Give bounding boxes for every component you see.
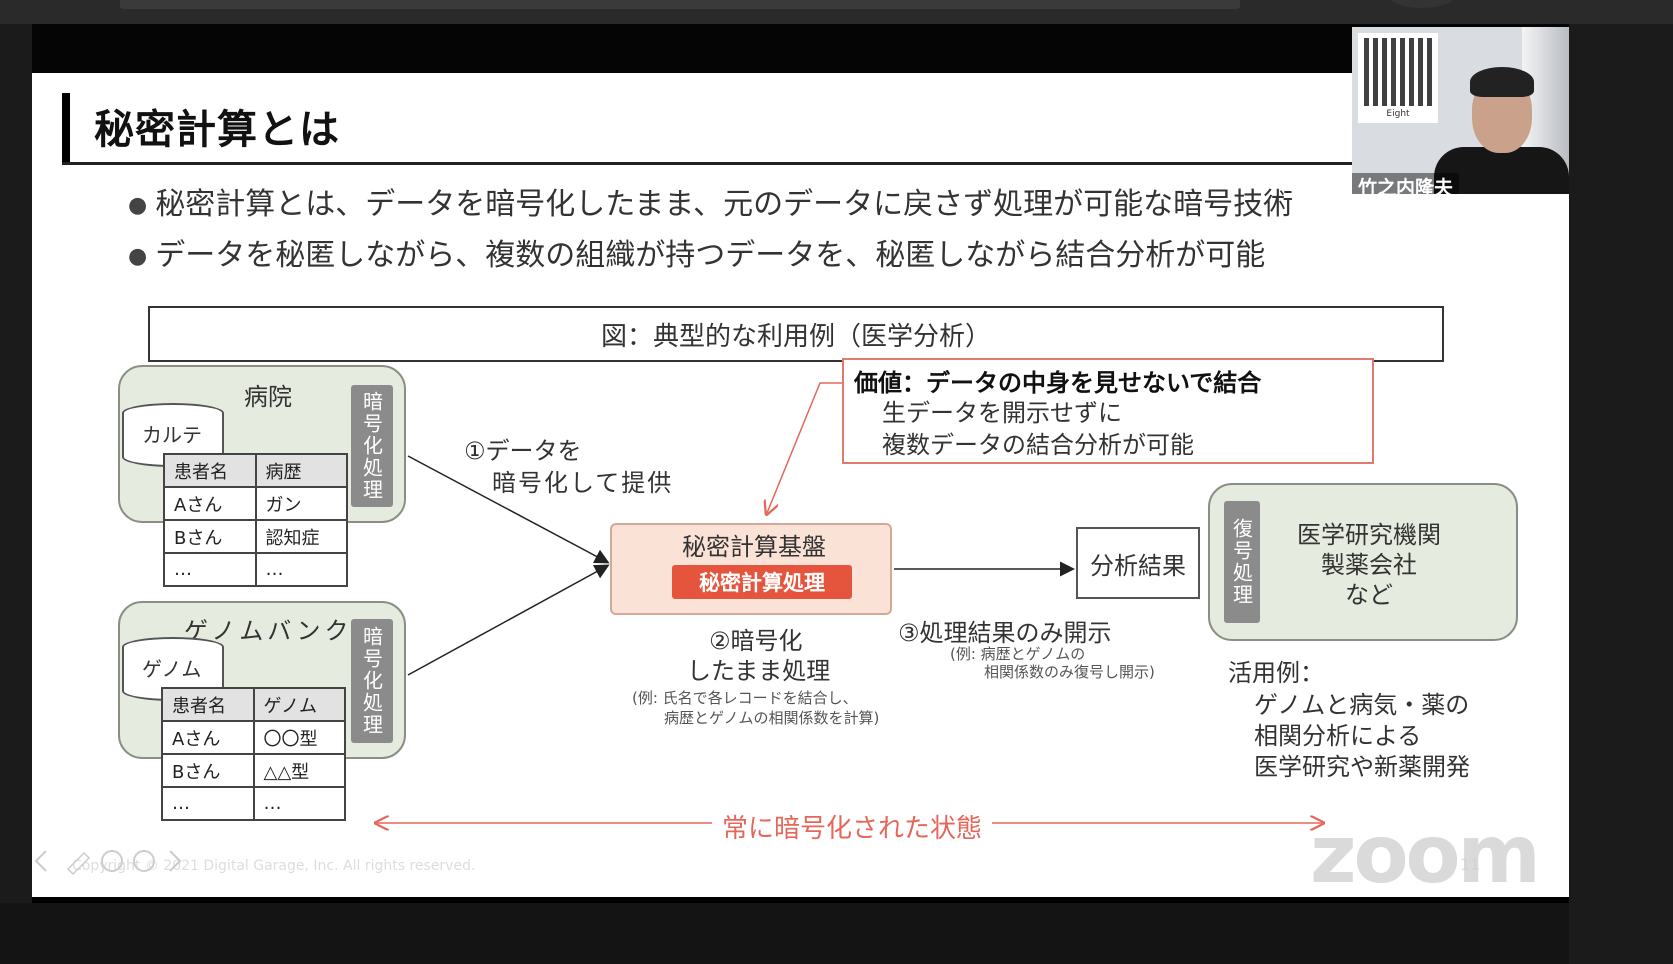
value-line1: 生データを開示せずに (882, 393, 1122, 428)
annotation-toolbar (34, 843, 204, 879)
arrow-genome-to-core (408, 566, 607, 675)
usage-line2: 相関分析による (1254, 716, 1421, 751)
bottom-dark-strip (0, 903, 1569, 964)
analysis-result: 分析結果 (1076, 527, 1200, 599)
step3-note2: 相関係数のみ復号し開示) (984, 663, 1155, 682)
decrypt-tag: 復号処理 (1224, 501, 1260, 623)
pen-icon[interactable] (68, 853, 89, 874)
step1-line1: ①データを (464, 431, 582, 466)
step2-line2: したまま処理 (687, 651, 830, 686)
step2-note1: (例: 氏名で各レコードを結合し、 (632, 689, 858, 708)
slide-top-margin (32, 24, 1569, 73)
top-toolbar (120, 0, 1240, 9)
step3-note1: (例: 病歴とゲノムの (950, 645, 1085, 664)
recipient-line3: など (1280, 575, 1458, 610)
zoom-top-bar (0, 0, 1673, 24)
highlight-icon[interactable] (134, 851, 154, 871)
secure-computation-process: 秘密計算処理 (672, 565, 852, 599)
top-control[interactable] (1390, 0, 1454, 8)
value-line2: 複数データの結合分析が可能 (882, 425, 1194, 460)
step2-note2: 病歴とゲノムの相関係数を計算) (664, 709, 879, 728)
prev-slide-icon[interactable] (36, 851, 46, 871)
participant-hair (1470, 67, 1534, 97)
step3-label: ③処理結果のみ開示 (898, 613, 1112, 648)
usage-line1: ゲノムと病気・薬の (1254, 685, 1469, 720)
shared-slide: 秘密計算とは ●秘密計算とは、データを暗号化したまま、元のデータに戻さず処理が可… (32, 73, 1569, 903)
zoom-watermark: zoom (1310, 808, 1538, 901)
always-encrypted-label: 常に暗号化された状態 (712, 808, 992, 845)
participant-video-tile[interactable]: Eight 竹之内隆夫 (1352, 27, 1569, 194)
value-callout-line (767, 383, 854, 513)
usage-title: 活用例： (1228, 653, 1324, 688)
qr-caption: Eight (1358, 109, 1438, 119)
participant-name: 竹之内隆夫 (1352, 173, 1459, 194)
core-title: 秘密計算基盤 (682, 527, 826, 562)
usage-line3: 医学研究や新薬開発 (1254, 747, 1470, 782)
qr-code-icon: Eight (1358, 33, 1438, 123)
next-slide-icon[interactable] (170, 851, 180, 871)
pointer-icon[interactable] (102, 851, 122, 871)
step1-line2: 暗号化して提供 (492, 463, 673, 498)
right-dark-strip (1569, 24, 1673, 964)
